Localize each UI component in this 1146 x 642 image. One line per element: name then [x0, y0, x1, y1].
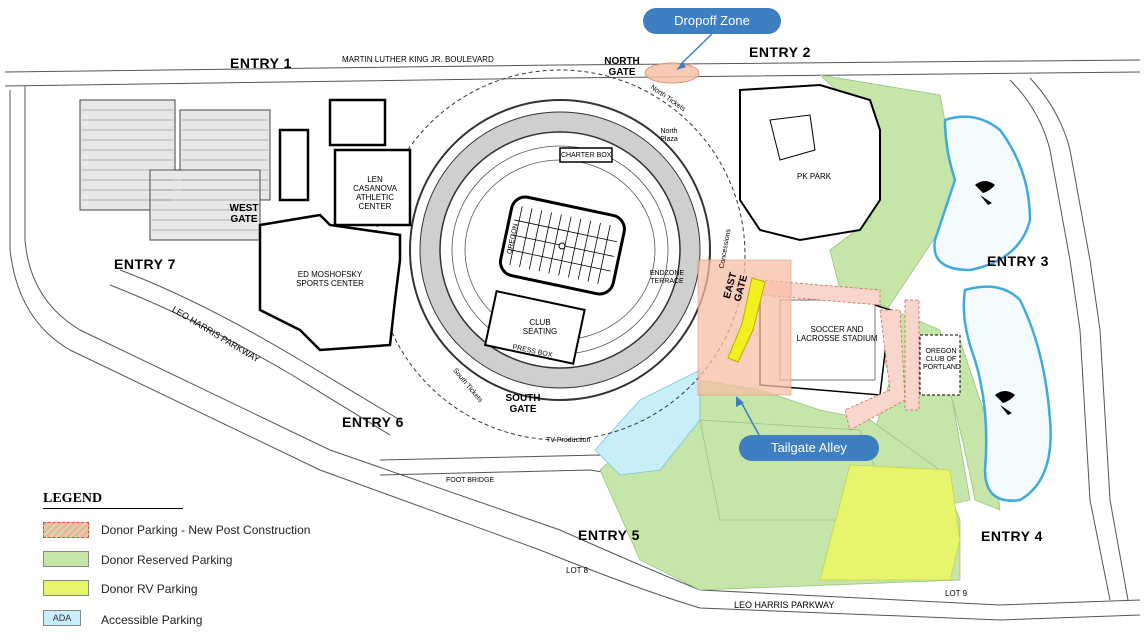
casanova-center-label: LEN CASANOVA ATHLETIC CENTER [353, 175, 397, 211]
soccer-stadium-label: SOCCER AND LACROSSE STADIUM [796, 325, 878, 343]
legend-swatch-rv [43, 580, 89, 596]
tailgate-alley-callout: Tailgate Alley [739, 435, 879, 461]
foot-bridge-label: FOOT BRIDGE [446, 477, 495, 484]
legend-label-reserved: Donor Reserved Parking [101, 553, 233, 567]
leo-harris-south-label: LEO HARRIS PARKWAY [734, 600, 835, 610]
mlk-boulevard-label: MARTIN LUTHER KING JR. BOULEVARD [342, 55, 494, 64]
legend-title: LEGEND [43, 491, 103, 506]
lot-9-label: LOT 9 [945, 589, 968, 598]
north-plaza-label: North Plaza [660, 128, 678, 143]
north-gate-label: NORTH GATE [604, 56, 640, 78]
entry-1-label: ENTRY 1 [230, 55, 292, 71]
legend-swatch-construction [43, 522, 89, 538]
entry-4-label: ENTRY 4 [981, 528, 1043, 544]
legend-label-rv: Donor RV Parking [101, 582, 198, 596]
dropoff-zone-callout: Dropoff Zone [643, 8, 781, 34]
south-gate-label: SOUTH GATE [505, 393, 541, 415]
club-seating-label: CLUB SEATING [522, 318, 558, 336]
endzone-terrace-label: ENDZONE TERRACE [649, 270, 685, 285]
west-gate-label: WEST GATE [229, 203, 259, 225]
entry-3-label: ENTRY 3 [987, 253, 1049, 269]
entry-7-label: ENTRY 7 [114, 256, 176, 272]
legend-divider [43, 508, 183, 509]
charter-box-label: CHARTER BOX [561, 152, 612, 159]
pk-park-label: PK PARK [797, 172, 832, 181]
tv-production-label: TV Production [546, 437, 591, 444]
legend-label-construction: Donor Parking - New Post Construction [101, 523, 311, 537]
entry-5-label: ENTRY 5 [578, 527, 640, 543]
legend-label-accessible: Accessible Parking [101, 613, 203, 627]
entry-2-label: ENTRY 2 [749, 44, 811, 60]
legend-swatch-reserved [43, 551, 89, 567]
oregon-club-label: OREGON CLUB OF PORTLAND [923, 348, 961, 371]
entry-6-label: ENTRY 6 [342, 414, 404, 430]
lot-8-label: LOT 8 [566, 566, 589, 575]
legend-swatch-ada: ADA [43, 610, 81, 626]
moshofsky-center-label: ED MOSHOFSKY SPORTS CENTER [296, 270, 364, 288]
